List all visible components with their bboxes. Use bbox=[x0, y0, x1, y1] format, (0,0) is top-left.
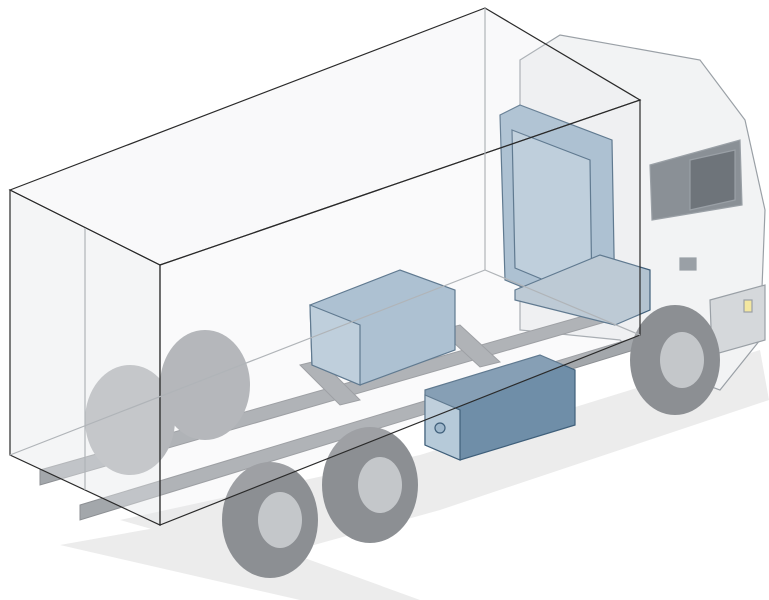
rear-wheels bbox=[85, 330, 418, 578]
cargo-box bbox=[8, 7, 642, 526]
mid-tank bbox=[309, 269, 456, 386]
side-box bbox=[514, 254, 651, 326]
blue-tanks bbox=[309, 104, 651, 461]
front-wheel bbox=[630, 305, 720, 415]
fuel-tank bbox=[424, 354, 576, 461]
